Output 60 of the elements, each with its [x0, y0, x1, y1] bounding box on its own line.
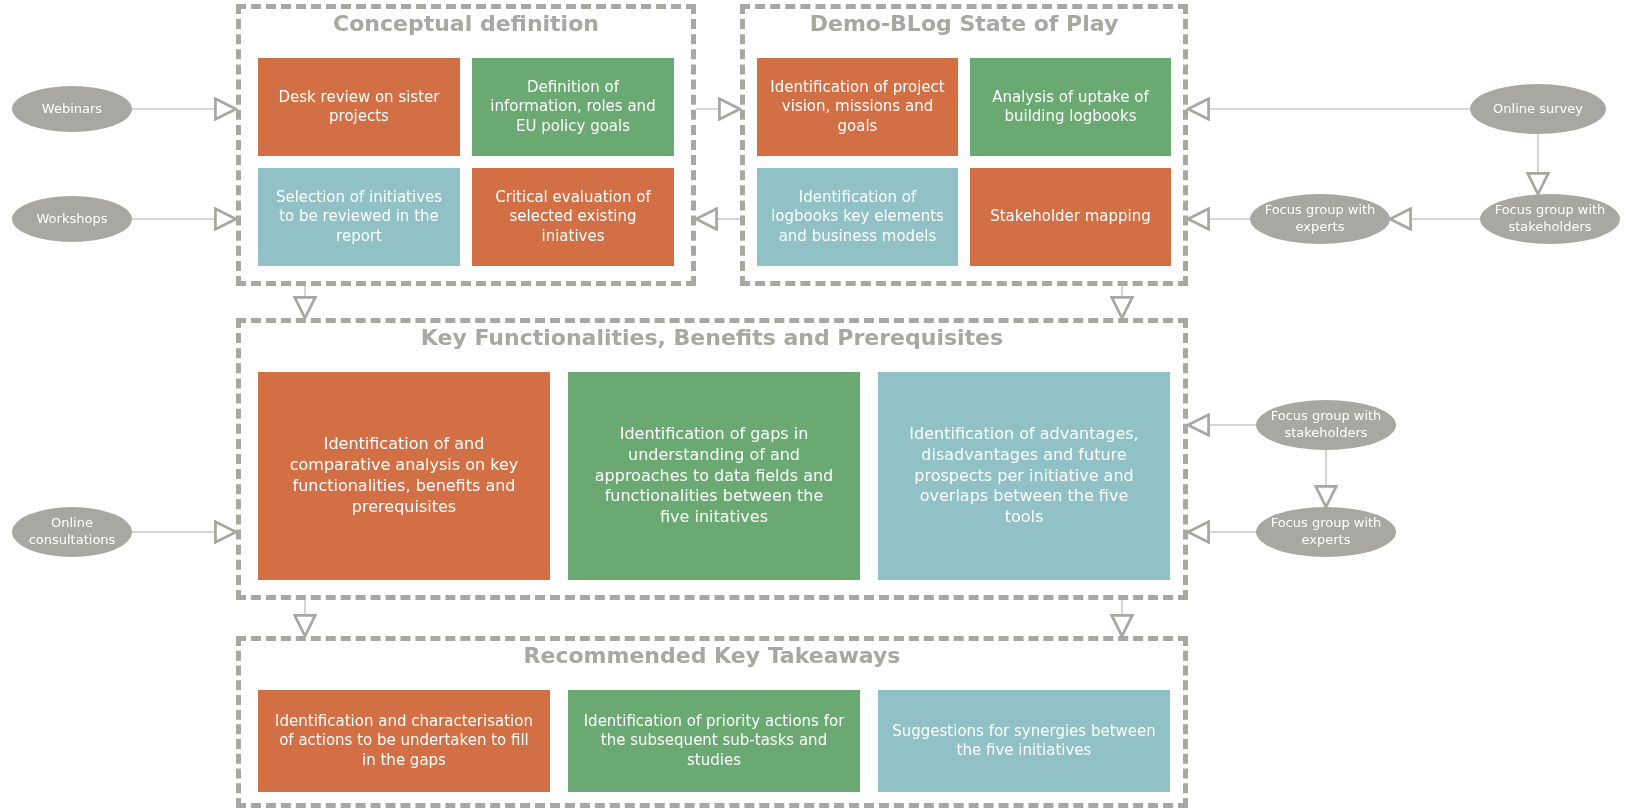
arrow — [1110, 285, 1134, 320]
arrow — [1186, 520, 1257, 544]
process-box — [970, 58, 1171, 156]
node-label: Selection of initiatives to be reviewed in the report — [274, 187, 444, 247]
node-label: Identification of gaps in understanding of and approaches to data fields and functionalities between the five initatives — [593, 424, 835, 528]
process-box — [472, 168, 674, 266]
group-title: Conceptual definition — [333, 11, 599, 36]
arrow — [694, 207, 741, 231]
process-box — [472, 58, 674, 156]
process-box — [258, 168, 460, 266]
arrow — [131, 520, 238, 544]
arrow — [1314, 449, 1338, 509]
node-label: Webinars — [41, 100, 103, 118]
node-label: Online survey — [1493, 100, 1583, 118]
process-box — [258, 58, 460, 156]
process-box — [757, 168, 958, 266]
node-label: Definition of information, roles and EU policy goals — [489, 77, 657, 137]
node-label: Suggestions for synergies between the five initiatives — [891, 721, 1157, 761]
arrow — [695, 97, 742, 121]
dashed-group-frame — [236, 4, 696, 286]
node-label: Identification of and comparative analysis on key functionalities, benefits and prerequisites — [288, 434, 520, 518]
node-label: Identification of project vision, missions and goals — [769, 77, 946, 137]
node-label: Identification of logbooks key elements and business models — [770, 187, 945, 247]
process-box — [878, 372, 1170, 580]
arrow — [1186, 207, 1251, 231]
node-label: Focus group with experts — [1270, 515, 1382, 549]
node-label: Focus group with stakeholders — [1270, 408, 1382, 442]
node-label: Focus group with experts — [1264, 202, 1376, 236]
arrow — [293, 285, 317, 320]
dashed-group-frame — [740, 4, 1188, 286]
process-box — [970, 168, 1171, 266]
arrow — [1110, 599, 1134, 638]
process-box — [757, 58, 958, 156]
node-label: Workshops — [36, 210, 108, 228]
node-label: Online consultations — [27, 515, 117, 549]
node-label: Analysis of uptake of building logbooks — [991, 87, 1150, 127]
node-label: Identification of advantages, disadvantages and future prospects per initiative and overlaps between the five tools — [908, 424, 1140, 528]
arrow — [1388, 207, 1481, 231]
node-label: Identification of priority actions for the subsequent sub-tasks and studies — [582, 711, 846, 771]
group-title: Recommended Key Takeaways — [523, 643, 901, 668]
node-label: Identification and characterisation of actions to be undertaken to fill in the gaps — [274, 711, 534, 771]
process-box — [568, 690, 860, 792]
process-box — [568, 372, 860, 580]
arrow — [131, 97, 238, 121]
arrow — [1186, 97, 1471, 121]
process-box — [258, 372, 550, 580]
arrow — [131, 207, 238, 231]
dashed-group-frame — [236, 636, 1188, 808]
dashed-group-frame — [236, 318, 1188, 600]
node-label: Critical evaluation of selected existing iniatives — [494, 187, 652, 247]
arrow — [1186, 413, 1257, 437]
process-box — [878, 690, 1170, 792]
node-label: Stakeholder mapping — [990, 207, 1151, 227]
process-box — [258, 690, 550, 792]
node-label: Focus group with stakeholders — [1494, 202, 1606, 236]
node-label: Desk review on sister projects — [277, 87, 441, 127]
arrow — [293, 599, 317, 638]
group-title: Demo-BLog State of Play — [809, 11, 1119, 36]
arrow — [1526, 133, 1550, 196]
group-title: Key Functionalities, Benefits and Prerequisites — [420, 325, 1004, 350]
